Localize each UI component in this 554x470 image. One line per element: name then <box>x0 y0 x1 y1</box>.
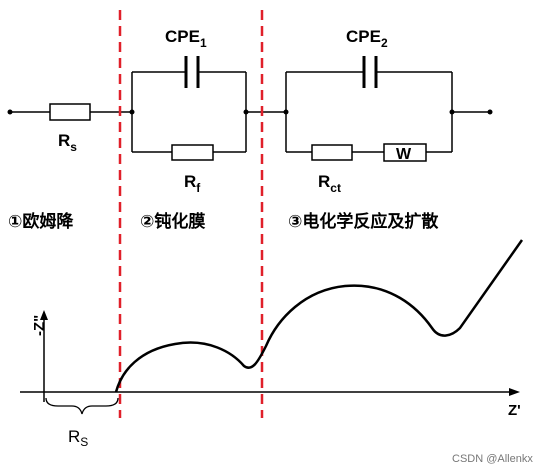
node-1 <box>129 109 135 115</box>
section-captions: ①欧姆降 ②钝化膜 ③电化学反应及扩散 <box>8 211 439 232</box>
impedance-curve <box>114 239 524 393</box>
resistor-rct <box>311 144 353 161</box>
terminal-right <box>487 109 493 115</box>
label-rs: Rs <box>58 131 77 154</box>
watermark: CSDN @Allenkx <box>452 453 533 465</box>
node-3 <box>283 109 289 115</box>
equivalent-circuit <box>10 56 490 162</box>
rs-brace <box>45 397 119 415</box>
section-dividers <box>118 10 264 418</box>
resistor-rf <box>171 144 214 161</box>
x-axis-arrow-icon <box>509 388 520 396</box>
y-axis-label: -Z" <box>31 315 48 336</box>
terminal-left <box>7 109 13 115</box>
node-2 <box>243 109 249 115</box>
circuit-labels: CPE1 CPE2 Rs Rf Rct W <box>58 27 412 195</box>
x-axis-label: Z' <box>508 402 521 419</box>
nyquist-plot: -Z" Z' RS <box>20 239 524 449</box>
section-passive-film: ②钝化膜 <box>140 211 205 232</box>
resistor-rs <box>49 103 91 121</box>
label-w: W <box>396 146 412 163</box>
section-ohmic-drop: ①欧姆降 <box>8 211 74 232</box>
label-cpe1: CPE1 <box>165 27 207 50</box>
label-rf: Rf <box>184 172 201 195</box>
y-axis-arrow-icon <box>40 310 48 320</box>
section-reaction-diffusion: ③电化学反应及扩散 <box>288 211 439 232</box>
circuit-nodes <box>7 109 493 115</box>
node-4 <box>449 109 455 115</box>
label-rct: Rct <box>318 172 341 195</box>
rs-brace-label: RS <box>68 427 88 449</box>
label-cpe2: CPE2 <box>346 27 388 50</box>
